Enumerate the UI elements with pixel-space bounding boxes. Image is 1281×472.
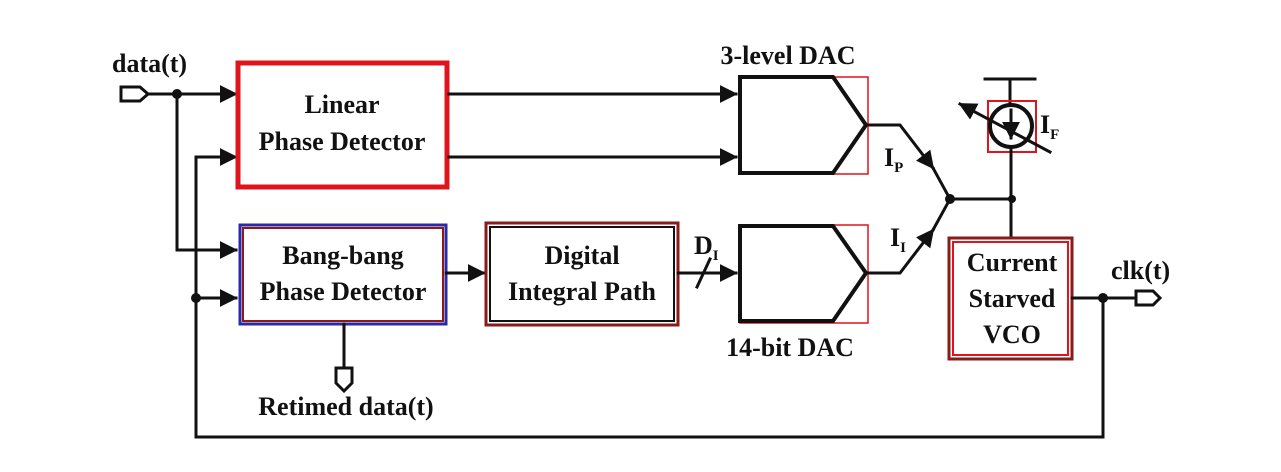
ii-sub: I [900,240,906,256]
if-label: IF [1040,110,1059,143]
if-sub: F [1050,127,1059,143]
vco-inner-border [952,241,1069,356]
dac3-symbol [738,75,869,175]
bbpd-inner-border [242,227,444,322]
wire-dac14-to-node [866,227,936,275]
di-sub: I [713,248,719,264]
if-main: I [1040,110,1050,139]
current-starved-vco-block [947,236,1074,361]
ip-main: I [884,143,894,172]
ip-label: IP [884,143,903,176]
dip-line-2: Integral Path [508,277,657,306]
dip-inner-border [489,226,675,322]
wire-ii-merge [930,196,953,233]
dip-line-1: Digital [544,241,619,270]
data-input-label: data(t) [112,49,187,78]
data-input-port [119,85,151,103]
bbpd-line-1: Bang-bang [282,241,403,270]
wire-data-to-bbpd [175,92,238,259]
bangbang-phase-detector-block [238,223,448,326]
vco-line-3: VCO [983,320,1041,349]
wire-clk-feedback [194,296,1105,439]
wire-ip-merge [930,165,953,202]
dac14-symbol [738,224,869,323]
clk-output-port [1134,289,1163,307]
ii-main: I [890,223,900,252]
di-label: DI [694,231,719,264]
tunable-arrow [957,101,1053,155]
vco-line-2: Starved [969,284,1056,313]
ii-label: II [890,223,906,256]
ip-sub: P [894,160,903,176]
retimed-output-port [334,366,354,394]
di-main: D [694,231,713,260]
wire-clk-to-lpd [194,148,238,300]
bus-slash [695,257,712,289]
dac14-title: 14-bit DAC [726,333,854,362]
junction-clk [1098,293,1108,303]
bbpd-line-2: Phase Detector [260,277,427,306]
digital-integral-path-block [484,221,680,327]
wire-dac3-to-node [866,123,936,171]
lpd-line-1: Linear [304,90,379,119]
retimed-data-label: Retimed data(t) [258,392,433,421]
clk-output-label: clk(t) [1111,256,1170,285]
linear-phase-detector-block [235,60,450,190]
lpd-line-2: Phase Detector [259,127,426,156]
vco-line-1: Current [967,248,1058,277]
dac3-title: 3-level DAC [720,41,855,70]
